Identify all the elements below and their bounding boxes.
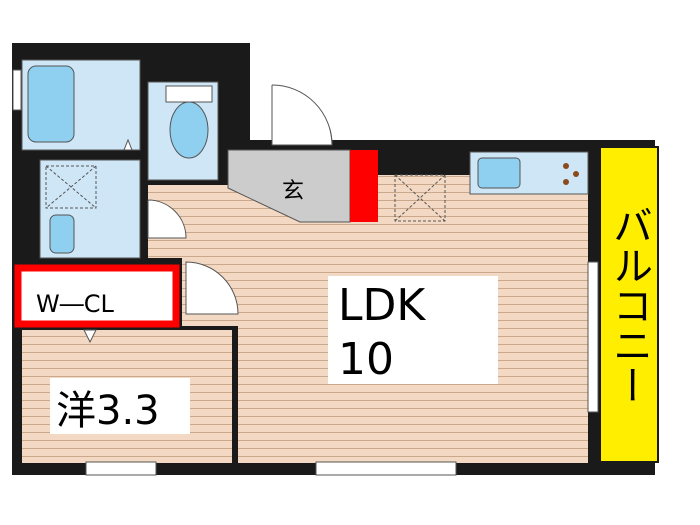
stove-icon [563, 163, 569, 169]
sink-icon [477, 157, 521, 189]
toilet-bowl-icon [169, 101, 209, 159]
ldk-label-box [328, 276, 498, 384]
kitchen [394, 151, 589, 222]
ldk-size-label: 10 [338, 334, 394, 385]
bathtub-icon [27, 65, 75, 143]
shoe-box [350, 150, 378, 222]
wet-area [21, 59, 141, 259]
western-room-label: 洋3.3 [56, 388, 160, 434]
western-label-box [50, 378, 190, 434]
balcony-label: バルコニー [606, 205, 652, 405]
entrance-label: 玄 [282, 179, 304, 204]
walk-in-closet [14, 264, 180, 344]
balcony [599, 146, 659, 463]
ldk-name-label: LDK [338, 280, 426, 331]
door-swings [147, 199, 239, 315]
wash-basin-icon [49, 214, 75, 254]
fridge-space [394, 174, 446, 222]
windows [12, 69, 599, 476]
toilet-tank-icon [165, 85, 213, 103]
entrance [227, 43, 378, 223]
toilet-room [147, 81, 219, 181]
closet-label: W―CL [36, 290, 114, 318]
